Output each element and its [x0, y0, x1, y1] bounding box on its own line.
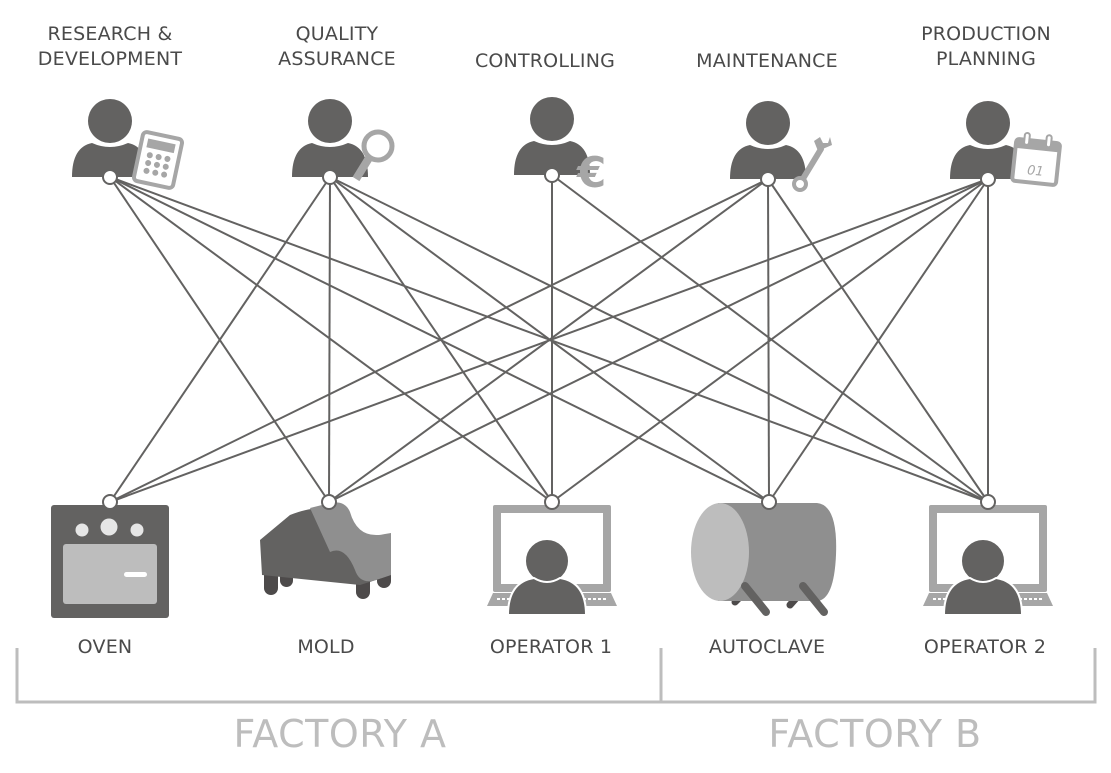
- autoclave-barrel: [718, 503, 837, 601]
- department-rd: [72, 99, 185, 190]
- person-head: [88, 99, 132, 143]
- oven-handle: [124, 572, 147, 577]
- resource-op1: [487, 505, 617, 616]
- connection-nodes: [102, 167, 996, 510]
- node-op1: [544, 494, 560, 510]
- autoclave-leg: [741, 582, 770, 616]
- operator-head: [960, 538, 1006, 584]
- euro-icon: €: [576, 148, 606, 197]
- person-head: [966, 101, 1010, 145]
- svg-text:€: €: [576, 148, 606, 197]
- connection-line-pp-oven: [109, 178, 989, 503]
- department-maint: [730, 101, 832, 192]
- connection-line-pp-op1: [551, 178, 989, 503]
- connection-line-qa-mold: [328, 176, 331, 503]
- node-rd: [102, 169, 118, 185]
- person-body: [292, 143, 368, 177]
- connection-line-qa-oven: [109, 176, 331, 503]
- connection-lines: [109, 174, 989, 503]
- person-icon: [292, 99, 368, 177]
- person-body: [72, 143, 148, 177]
- person-head: [308, 99, 352, 143]
- resource-oven: [51, 505, 169, 618]
- resource-op2: [923, 505, 1053, 616]
- operator-head: [524, 538, 570, 584]
- oven-knob: [100, 518, 118, 536]
- operator-body: [506, 576, 588, 616]
- connection-line-pp-autoclave: [768, 178, 989, 503]
- person-body: [730, 145, 806, 179]
- person-icon: [72, 99, 148, 177]
- person-icon: [514, 97, 590, 175]
- person-body: [950, 145, 1026, 179]
- factory-brackets: [15, 648, 1097, 704]
- department-pp: 01: [950, 101, 1062, 187]
- resource-label-mold: MOLD: [297, 636, 355, 658]
- person-icon: [950, 101, 1026, 179]
- department-label-pp: PRODUCTION PLANNING: [921, 23, 1051, 70]
- node-qa: [322, 169, 338, 185]
- resource-label-op1: OPERATOR 1: [489, 636, 613, 658]
- factory-a-bracket: [15, 648, 661, 704]
- resource-autoclave: [691, 503, 837, 616]
- resource-label-oven: OVEN: [77, 636, 133, 658]
- node-autoclave: [761, 494, 777, 510]
- oven-knob: [75, 523, 89, 537]
- wrench-icon: [792, 137, 832, 192]
- person-body: [514, 141, 590, 175]
- resource-label-autoclave: AUTOCLAVE: [708, 636, 826, 658]
- node-oven: [102, 494, 118, 510]
- department-icons: €01: [72, 97, 1062, 197]
- autoclave-leg: [799, 582, 828, 616]
- department-qa: [292, 99, 395, 182]
- node-maint: [760, 171, 776, 187]
- mold-surface: [310, 502, 391, 582]
- resource-icons: [51, 502, 1053, 618]
- factory-a-label: FACTORY A: [233, 712, 447, 756]
- node-pp: [980, 171, 996, 187]
- oven-knob: [130, 523, 144, 537]
- connection-line-maint-oven: [109, 178, 769, 503]
- department-label-qa: QUALITY ASSURANCE: [278, 23, 396, 70]
- factory-b-label: FACTORY B: [768, 712, 982, 756]
- resource-mold: [260, 502, 391, 599]
- node-mold: [321, 494, 337, 510]
- calendar-date-text: 01: [1026, 163, 1044, 180]
- connection-line-ctrl-op2: [551, 174, 989, 503]
- person-icon: [730, 101, 806, 179]
- node-ctrl: [544, 167, 560, 183]
- department-label-rd: RESEARCH & DEVELOPMENT: [37, 23, 183, 70]
- connection-line-rd-op1: [109, 176, 553, 503]
- node-op2: [980, 494, 996, 510]
- department-ctrl: €: [514, 97, 606, 197]
- magnifier-icon: [352, 129, 395, 182]
- operator-body: [942, 576, 1024, 616]
- connection-line-pp-mold: [328, 178, 989, 503]
- person-head: [530, 97, 574, 141]
- autoclave-end: [691, 503, 749, 601]
- resource-label-op2: OPERATOR 2: [923, 636, 1047, 658]
- calendar-icon: 01: [1010, 131, 1062, 187]
- calculator-icon: [131, 130, 185, 190]
- oven-window: [63, 544, 157, 604]
- person-head: [746, 101, 790, 145]
- department-label-ctrl: CONTROLLING: [474, 50, 616, 72]
- department-label-maint: MAINTENANCE: [696, 50, 838, 72]
- factory-b-bracket: [659, 648, 1097, 704]
